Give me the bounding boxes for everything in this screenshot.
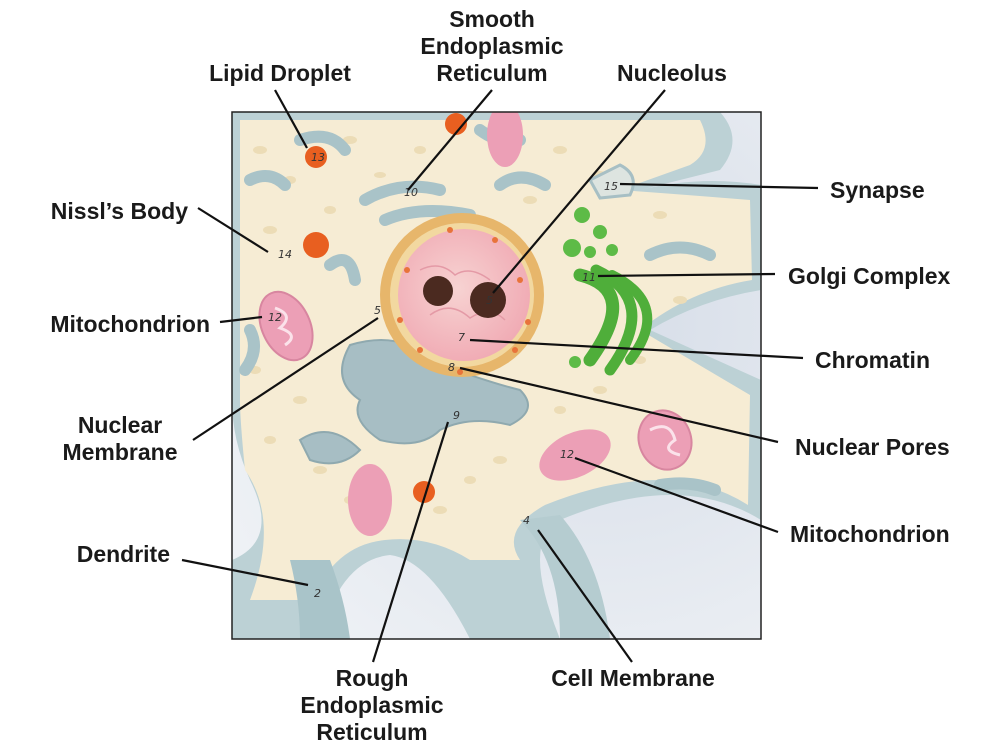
label-golgi-complex: Golgi Complex — [788, 263, 951, 289]
model-number-11: 11 — [582, 271, 596, 284]
label-smooth-er-line1: Smooth — [449, 6, 535, 32]
label-chromatin: Chromatin — [815, 347, 930, 373]
label-rough-er-line1: Rough — [336, 665, 409, 691]
label-nuclear-membrane-line2: Membrane — [62, 439, 177, 465]
model-number-2: 2 — [314, 587, 321, 600]
model-number-5-nucleolus: 5 — [486, 294, 493, 307]
model-number-9: 9 — [453, 409, 460, 422]
cell-model-photo: 13 10 14 12 5 5 7 8 9 11 15 12 4 2 — [232, 103, 761, 639]
label-smooth-er-line3: Reticulum — [436, 60, 547, 86]
label-nuclear-pores: Nuclear Pores — [795, 434, 950, 460]
label-rough-er-line3: Reticulum — [316, 719, 427, 745]
nucleus-shape — [380, 213, 544, 377]
label-mitochondrion-left: Mitochondrion — [50, 311, 210, 337]
model-number-8: 8 — [448, 361, 455, 374]
label-smooth-er-line2: Endoplasmic — [420, 33, 563, 59]
label-rough-er-line2: Endoplasmic — [300, 692, 443, 718]
model-number-12-right: 12 — [560, 448, 574, 461]
model-number-12-left: 12 — [268, 311, 282, 324]
model-number-13: 13 — [311, 151, 325, 164]
label-nucleolus: Nucleolus — [617, 60, 727, 86]
model-number-7: 7 — [458, 331, 465, 344]
model-number-15: 15 — [604, 180, 618, 193]
label-cell-membrane: Cell Membrane — [551, 665, 715, 691]
model-number-4: 4 — [523, 514, 530, 527]
model-number-5: 5 — [374, 304, 381, 317]
label-nuclear-membrane-line1: Nuclear — [78, 412, 162, 438]
model-number-14: 14 — [278, 248, 292, 261]
label-synapse: Synapse — [830, 177, 925, 203]
label-lipid-droplet: Lipid Droplet — [209, 60, 351, 86]
label-nissls-body: Nissl’s Body — [51, 198, 188, 224]
label-mitochondrion-right: Mitochondrion — [790, 521, 950, 547]
label-dendrite: Dendrite — [77, 541, 170, 567]
